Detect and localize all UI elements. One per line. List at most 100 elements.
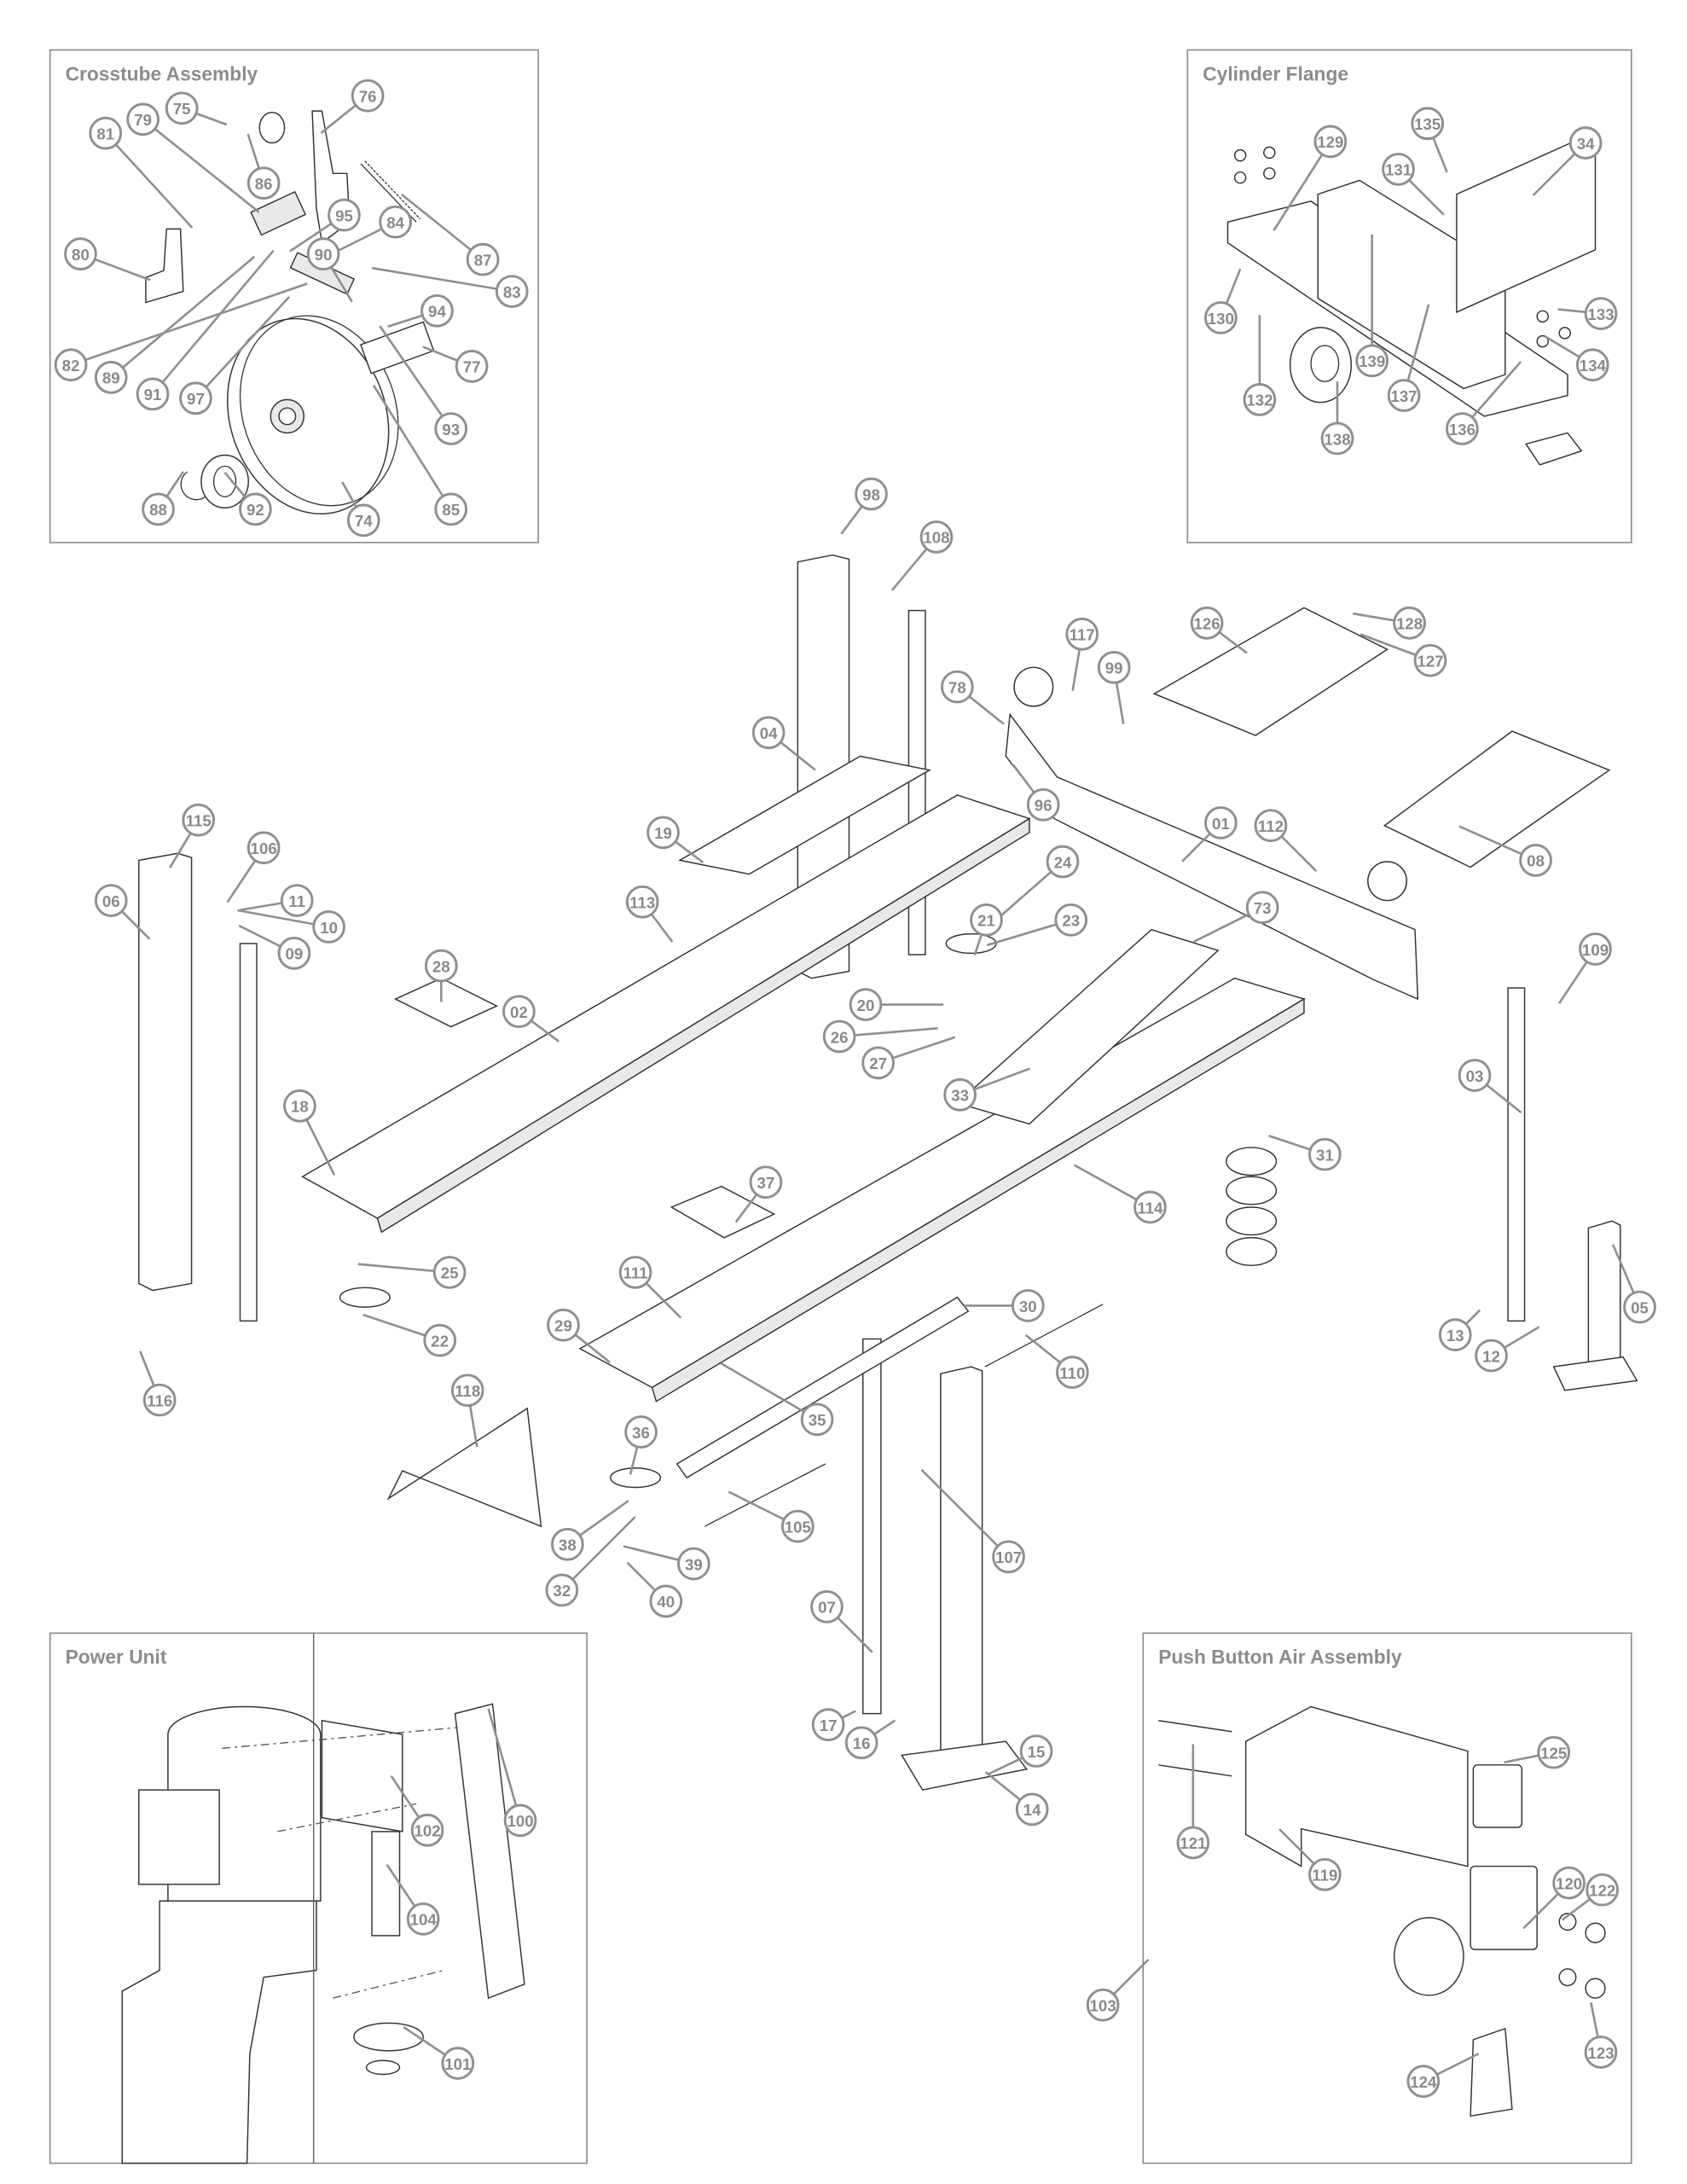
main-lift-assembly [138, 554, 1638, 1791]
callout-number: 20 [857, 996, 875, 1014]
callout-circle [822, 1019, 856, 1054]
callout-09: 09 [238, 924, 311, 970]
leader-line [892, 1036, 956, 1060]
callout-circle [246, 166, 281, 200]
callout-circle [844, 1726, 878, 1760]
callout-circle [328, 198, 361, 232]
callout-number: 129 [1317, 133, 1343, 151]
leader-line [341, 481, 357, 508]
callout-131: 131 [1382, 153, 1445, 216]
leader-line [987, 1757, 1023, 1775]
callout-number: 110 [1059, 1364, 1085, 1382]
callout-40: 40 [626, 1561, 683, 1618]
callout-99: 99 [1097, 650, 1131, 724]
leader-line [986, 923, 1057, 947]
callout-circle [941, 670, 974, 704]
callout-number: 82 [62, 357, 80, 375]
callout-14: 14 [984, 1771, 1049, 1827]
leader-line [920, 1468, 999, 1548]
callout-circle [1575, 348, 1609, 382]
leader-line [1225, 268, 1242, 305]
leader-line [1436, 2053, 1480, 2076]
leader-line [1024, 1333, 1062, 1364]
callout-06: 06 [94, 884, 151, 940]
leader-line [579, 1500, 629, 1536]
callout-number: 38 [559, 1536, 577, 1554]
callout-circle [1475, 1339, 1508, 1373]
callout-number: 77 [463, 358, 481, 376]
callout-circle [625, 885, 659, 919]
callout-number: 28 [432, 957, 450, 975]
callout-102: 102 [390, 1774, 444, 1847]
crosstube-assembly-panel: Crosstube Assembly [49, 49, 539, 543]
callout-76: 76 [320, 78, 385, 134]
callout-circle [346, 503, 380, 537]
callout-97: 97 [179, 296, 291, 415]
callout-circle [1086, 1988, 1120, 2022]
callout-number: 109 [1582, 941, 1609, 959]
leader-line [728, 1490, 785, 1521]
callout-110: 110 [1024, 1333, 1089, 1389]
callout-125: 125 [1504, 1735, 1571, 1769]
cylinder-flange-panel: Cylinder Flange [1186, 49, 1632, 543]
callout-106: 106 [226, 831, 281, 903]
callout-34: 34 [1532, 126, 1603, 196]
callout-number: 25 [441, 1264, 459, 1282]
leader-line [1218, 630, 1248, 654]
callout-number: 101 [444, 2055, 471, 2073]
callout-circle [1133, 1190, 1167, 1224]
callout-number: 12 [1482, 1347, 1500, 1365]
leader-line [362, 1313, 426, 1337]
callout-number: 102 [414, 1822, 440, 1840]
leader-line [422, 346, 458, 362]
callout-number: 35 [809, 1411, 826, 1429]
callout-number: 103 [1090, 1997, 1116, 2015]
callout-26: 26 [822, 1019, 938, 1054]
leader-line [320, 104, 357, 134]
leader-line [1557, 308, 1586, 314]
leader-line [841, 1710, 856, 1719]
panel-title: Cylinder Flange [1203, 62, 1348, 84]
leader-line [854, 1027, 938, 1037]
callout-circle [1320, 421, 1354, 456]
leader-line [645, 1282, 682, 1319]
callout-circle [624, 1415, 658, 1449]
callout-129: 129 [1272, 125, 1348, 232]
leader-line [114, 143, 194, 229]
leader-line [1115, 682, 1125, 724]
callout-circle [1056, 1356, 1089, 1389]
callout-number: 104 [410, 1911, 438, 1929]
callout-134: 134 [1544, 335, 1609, 382]
callout-number: 06 [102, 892, 120, 910]
callout-number: 05 [1631, 1298, 1649, 1316]
callout-number: 01 [1212, 815, 1230, 833]
callout-number: 108 [923, 529, 949, 547]
callout-94: 94 [387, 293, 454, 328]
callout-circle [94, 884, 128, 917]
callout-27: 27 [861, 1036, 956, 1080]
callout-138: 138 [1320, 381, 1354, 456]
callout-number: 33 [951, 1087, 969, 1105]
callout-circle [1015, 1792, 1049, 1827]
callout-circle [1065, 617, 1099, 651]
callout-circle [1355, 344, 1389, 378]
callout-circle [1586, 1873, 1620, 1907]
callout-98: 98 [840, 477, 888, 535]
callout-73: 73 [1192, 891, 1279, 944]
callout-circle [1308, 1137, 1342, 1171]
leader-line [1012, 764, 1035, 793]
callout-circle [182, 803, 216, 837]
callout-circle [1382, 153, 1415, 186]
leader-line [246, 133, 260, 170]
leader-line [1532, 153, 1576, 196]
callout-circle [810, 1590, 844, 1623]
leader-line [403, 2025, 446, 2056]
callout-circle [1568, 126, 1603, 160]
callout-24: 24 [994, 845, 1080, 921]
leader-line [1458, 825, 1522, 856]
callout-circle [1387, 379, 1421, 412]
callout-circle [441, 2047, 475, 2080]
leader-line [968, 695, 1005, 725]
callout-114: 114 [1073, 1164, 1167, 1224]
callout-circle [423, 1323, 457, 1357]
